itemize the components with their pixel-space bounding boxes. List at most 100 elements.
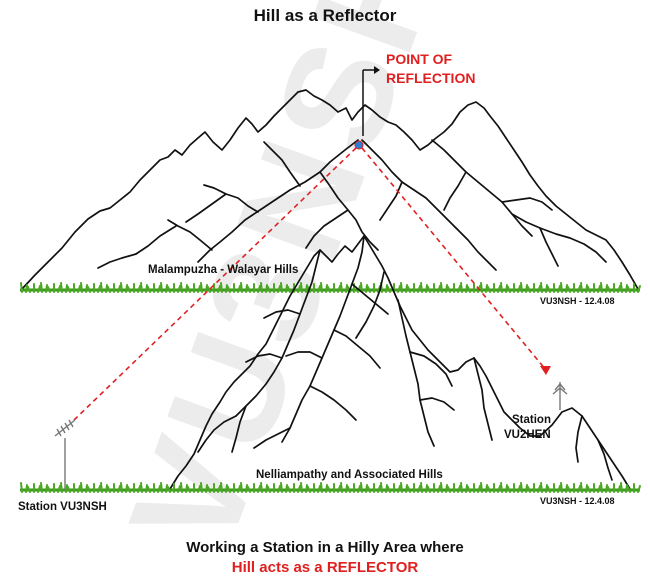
grass-blade [61, 483, 62, 492]
grass-blade [366, 285, 367, 292]
upper-ridge [512, 214, 606, 262]
upper-hills-label: Malampuzha - Walayar Hills [148, 264, 298, 276]
grass-blade [46, 285, 47, 292]
grass-blade [366, 485, 367, 492]
reflected-ray-arrowhead [540, 366, 551, 375]
grass-blade [81, 283, 82, 292]
grass-blade [226, 285, 227, 292]
grass-blade [246, 285, 247, 292]
grass-blade [461, 483, 462, 492]
lower-ridge [598, 440, 612, 480]
grass-blade [161, 283, 162, 292]
grass-blade [121, 283, 122, 292]
grass-blade [441, 483, 442, 492]
grass-blade [606, 285, 607, 292]
station-left-label: Station VU3NSH [18, 501, 107, 513]
grass-blade [541, 283, 542, 292]
grass-blade [221, 483, 222, 492]
grass-blade [601, 483, 602, 492]
antenna-vu3nsh [55, 420, 75, 490]
upper-ridge [136, 226, 176, 254]
grass-blade [501, 483, 502, 492]
grass-blade [21, 483, 22, 492]
grass-blade [306, 485, 307, 492]
grass-blade [301, 483, 302, 492]
grass-blade [121, 483, 122, 492]
grass-blade [106, 285, 107, 292]
credit-upper: VU3NSH - 12.4.08 [540, 296, 615, 306]
grass-blade [466, 285, 467, 292]
grass-blade [201, 483, 202, 492]
grass-blade [601, 283, 602, 292]
grass-blade [541, 483, 542, 492]
grass-blade [261, 483, 262, 492]
grass-blade [606, 485, 607, 492]
grass-blade [581, 483, 582, 492]
grass-blade [341, 483, 342, 492]
grass-blade [286, 285, 287, 292]
grass-blade [621, 283, 622, 292]
grass-blade [406, 485, 407, 492]
diagram-title: Hill as a Reflector [254, 6, 397, 25]
grass-blade [101, 283, 102, 292]
grass-blade [281, 283, 282, 292]
grass-blade [181, 483, 182, 492]
grass-blade [266, 285, 267, 292]
grass-blade [566, 485, 567, 492]
caption-line2: Hill acts as a REFLECTOR [232, 559, 419, 576]
grass-blade [406, 285, 407, 292]
grass-blade [86, 285, 87, 292]
grass-blade [26, 485, 27, 492]
grass-blade [441, 283, 442, 292]
grass-blade [61, 283, 62, 292]
grass-blade [126, 485, 127, 492]
grass-blade [86, 485, 87, 492]
grass-blade [566, 285, 567, 292]
grass-blade [101, 483, 102, 492]
grass-blade [466, 485, 467, 492]
grass-blade [286, 485, 287, 492]
grass-blade [421, 483, 422, 492]
grass-blade [401, 483, 402, 492]
grass-blade [501, 283, 502, 292]
grass-blade [521, 483, 522, 492]
grass-blade [146, 285, 147, 292]
grass-blade [581, 283, 582, 292]
grass-blade [586, 285, 587, 292]
grass-blade [161, 483, 162, 492]
grass-blade [421, 283, 422, 292]
grass-blade [66, 485, 67, 492]
grass-blade [261, 283, 262, 292]
grass-blade [626, 485, 627, 492]
station-right-label-line1: Station [512, 414, 551, 426]
grass-blade [301, 283, 302, 292]
grass-blade [526, 485, 527, 492]
grass-blade [626, 285, 627, 292]
grass-blade [186, 285, 187, 292]
grass-blade [106, 485, 107, 492]
grass-blade [141, 483, 142, 492]
grass-blade [426, 485, 427, 492]
grass-blade [461, 283, 462, 292]
upper-ridge [444, 172, 466, 210]
reflection-point-marker [355, 141, 363, 149]
grass-blade [526, 285, 527, 292]
grass-blade [346, 285, 347, 292]
reflection-label-line1: POINT OF [386, 51, 453, 67]
grass-blade [66, 285, 67, 292]
grass-blade [506, 285, 507, 292]
upper-ridge [98, 254, 136, 268]
lower-ridge [398, 300, 434, 446]
grass-blade [521, 283, 522, 292]
upper-ridge [456, 228, 496, 270]
grass-blade [306, 285, 307, 292]
grass-blade [166, 485, 167, 492]
station-right-label-line2: VU2HEN [504, 429, 551, 441]
grass-blade [586, 485, 587, 492]
grass-blade [361, 483, 362, 492]
grass-blade [621, 483, 622, 492]
grass-blade [246, 485, 247, 492]
antenna-vu2hen [553, 382, 567, 410]
